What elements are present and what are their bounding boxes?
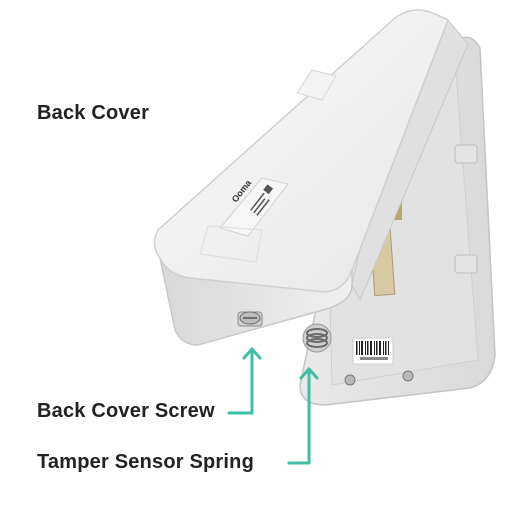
tamper-spring-icon <box>302 323 332 353</box>
side-clip-bottom <box>454 254 478 274</box>
callout-tamper-spring <box>287 367 319 465</box>
back-cover: Ooma <box>153 9 469 346</box>
base-screw-left <box>344 374 356 386</box>
back-cover-label: Back Cover <box>37 102 150 124</box>
callout-back-cover-screw <box>227 347 262 415</box>
mount-tab <box>296 69 337 101</box>
back-cover-screw-icon <box>237 311 263 327</box>
tamper-sensor-spring-label: Tamper Sensor Spring <box>37 451 255 473</box>
arrow-up-icon <box>299 367 319 380</box>
back-cover-screw-label: Back Cover Screw <box>37 400 215 422</box>
cover-recess <box>199 225 263 263</box>
barcode-sticker <box>352 337 394 365</box>
arrow-up-icon <box>242 347 262 360</box>
base-screw-right <box>402 370 414 382</box>
side-clip-top <box>454 144 478 164</box>
